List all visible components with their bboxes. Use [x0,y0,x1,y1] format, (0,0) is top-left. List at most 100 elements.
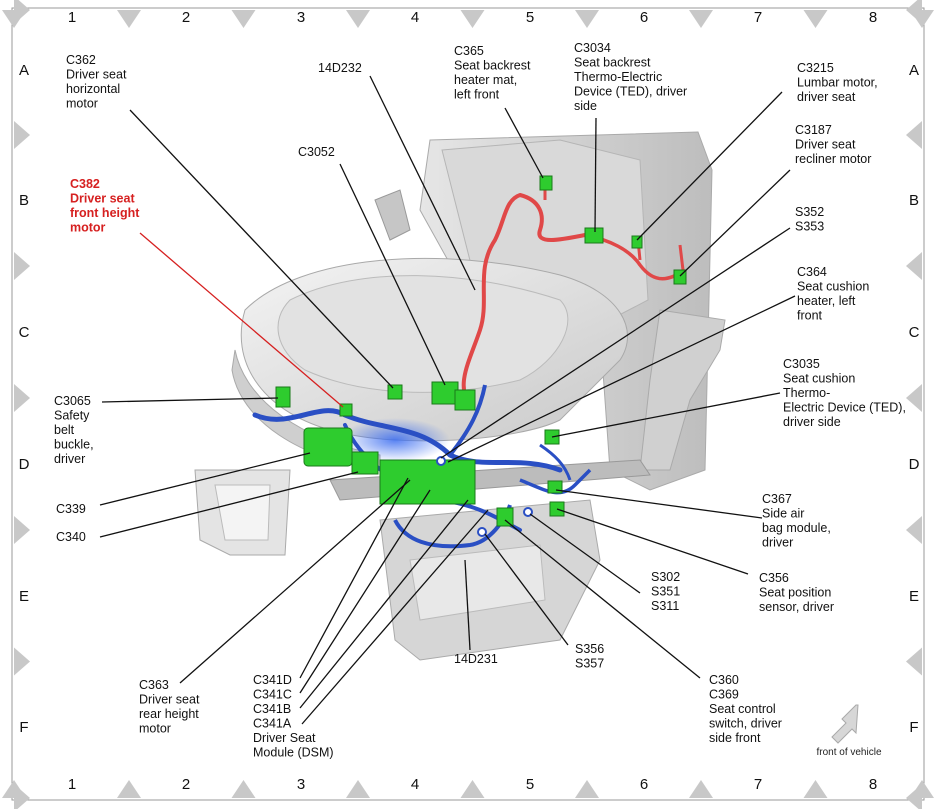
callout-line: 14D232 [318,61,362,75]
callout-line: C339 [56,502,86,516]
callout-line: Device (TED), driver [574,85,687,99]
callout-c340: C340 [56,530,86,544]
callout-line: C3215 [797,61,834,75]
callout-line: Electric Device (TED), [783,401,906,415]
grid-column-label-bottom: 1 [68,776,76,793]
callout-line: front [797,309,823,323]
connector-c365 [539,175,553,191]
callout-line: C363 [139,678,169,692]
callout-line: C369 [709,688,739,702]
callout-line: rear height [139,707,199,721]
grid-tick-top [346,10,370,28]
callout-line: motor [139,722,171,736]
grid-tick-top [575,10,599,28]
callout-line: side front [709,731,761,745]
grid-row-label-right: D [909,456,920,473]
callout-line: driver side [783,415,841,429]
grid-row-label-left: C [19,324,30,341]
direction-arrow-icon [831,704,859,744]
callout-line: Seat control [709,702,776,716]
callout-line: Seat backrest [454,59,531,73]
callout-line: sensor, driver [759,600,834,614]
callout-line: C341A [253,717,292,731]
callout-line: motor [70,221,106,235]
callout-line: C3187 [795,123,832,137]
grid-column-label-bottom: 2 [182,776,190,793]
callout-line: left front [454,88,500,102]
callout-14d231: 14D231 [454,652,498,666]
grid-tick-left [14,384,30,412]
callout-line: Side air [762,507,804,521]
callout-line: S357 [575,657,604,671]
callout-line: C382 [70,177,100,191]
callout-line: driver [54,452,85,466]
grid-row-label-left: A [19,62,29,79]
grid-column-label-top: 2 [182,9,190,26]
callout-line: Thermo-Electric [574,70,662,84]
callout-line: 14D231 [454,652,498,666]
callout-line: C360 [709,673,739,687]
callout-line: buckle, [54,438,94,452]
grid-tick-bottom [231,780,256,798]
splice-s352 [436,456,446,466]
grid-tick-bottom [689,780,713,798]
grid-row-label-left: E [19,588,29,605]
callout-line: C3052 [298,145,335,159]
grid-tick-left [14,784,30,809]
grid-tick-top [231,10,256,28]
grid-column-label-top: 6 [640,9,648,26]
grid-tick-right [906,384,922,412]
callout-line: C341D [253,673,292,687]
connector-c3215 [631,235,643,249]
grid-column-label-bottom: 7 [754,776,762,793]
grid-column-label-bottom: 4 [411,776,419,793]
callout-14d232: 14D232 [318,61,362,75]
grid-tick-right [906,121,922,149]
grid-row-label-right: C [909,324,920,341]
grid-column-label-bottom: 5 [526,776,534,793]
callout-line: front height [70,206,140,220]
grid-tick-left [14,252,30,280]
connector-c3034 [584,227,604,244]
connector-c339 [303,427,353,467]
callout-line: S353 [795,220,824,234]
callout-line: S352 [795,205,824,219]
grid-column-label-top: 8 [869,9,877,26]
grid-column-label-top: 5 [526,9,534,26]
callout-line: Driver seat [66,68,127,82]
grid-column-label-bottom: 8 [869,776,877,793]
grid-column-label-top: 1 [68,9,76,26]
callout-c3052: C3052 [298,145,335,159]
grid-tick-left [14,121,30,149]
grid-tick-bottom [803,780,828,798]
callout-line: Seat position [759,586,831,600]
callout-line: S302 [651,570,680,584]
grid-column-label-top: 7 [754,9,762,26]
seat-illustration [194,131,726,661]
connector-c3052 [431,381,459,405]
red-wire-harness [461,185,686,407]
callout-line: side [574,99,597,113]
connectors [275,175,687,537]
callout-line: heater mat, [454,73,517,87]
grid-row-label-right: E [909,588,919,605]
callout-line: S356 [575,642,604,656]
callout-line: C364 [797,265,827,279]
callout-line: Driver seat [139,693,200,707]
grid-column-label-bottom: 6 [640,776,648,793]
leader-lines [99,75,796,725]
